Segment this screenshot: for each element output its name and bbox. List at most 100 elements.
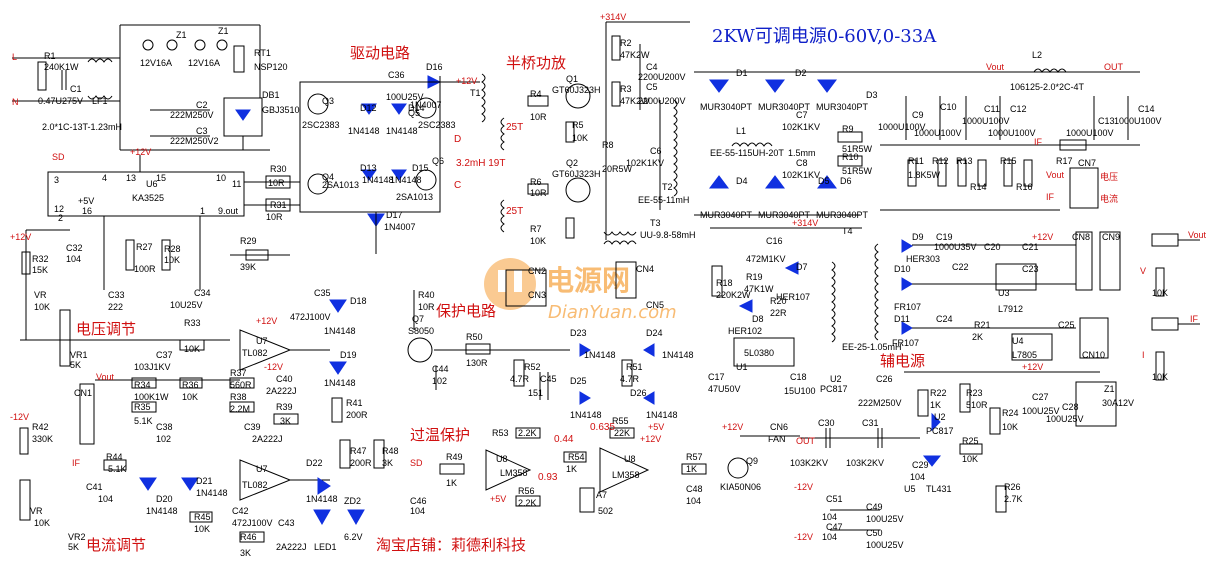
fb-12v: +12V (1022, 362, 1043, 372)
r20-label: R20 (770, 296, 787, 306)
d17-value: 1N4007 (384, 222, 416, 232)
d21-label: D21 (196, 476, 213, 486)
c40-value: 2A222J (266, 386, 297, 396)
c29-label: C29 (912, 460, 929, 470)
r12-label: R12 (932, 156, 949, 166)
vr-label: VR (34, 290, 47, 300)
cn7-voltage: 电压 (1100, 171, 1118, 182)
u7a-value: TL082 (242, 348, 268, 358)
d19-label: D19 (340, 350, 357, 360)
r51-value: 4.7R (620, 374, 640, 384)
r51-label: R51 (626, 362, 643, 372)
u6-pin-4: 4 (102, 173, 107, 183)
u8a-value: LM358 (500, 468, 528, 478)
c41-value: 104 (98, 494, 113, 504)
z1-value-b: 12V16A (188, 58, 220, 68)
cn3-label: CN3 (528, 290, 546, 300)
q9-value: KIA50N06 (720, 482, 761, 492)
c5-label: C5 (646, 82, 658, 92)
d12-label: D12 (360, 103, 377, 113)
c12-label: C12 (1010, 104, 1027, 114)
protect-circuit (435, 261, 655, 405)
fb-u2-value: PC817 (926, 426, 954, 436)
cn5-label: CN5 (646, 300, 664, 310)
r3-label: R3 (620, 84, 632, 94)
c49-label: C49 (866, 502, 883, 512)
rt1-label: RT1 (254, 48, 271, 58)
r36-value: 10K (182, 392, 198, 402)
c26-value: 222M250V (858, 398, 902, 408)
temp-v0635: 0.635 (590, 422, 615, 433)
r14-label: R14 (970, 182, 987, 192)
r55-label: R55 (612, 416, 629, 426)
r22-value: 1K (930, 400, 941, 410)
c35-label: C35 (314, 288, 331, 298)
zd2-value: 6.2V (344, 532, 363, 542)
cn1-label: CN1 (74, 388, 92, 398)
r50-value: 130R (466, 358, 488, 368)
c42-label: C42 (232, 506, 249, 516)
d1-label: D1 (736, 68, 748, 78)
r49-label: R49 (446, 452, 463, 462)
c36-label: C36 (388, 70, 405, 80)
watermark-logo (484, 258, 536, 310)
r53-value: 2.2K (518, 428, 537, 438)
r24-value: 10K (1002, 422, 1018, 432)
r29-label: R29 (240, 236, 257, 246)
c39-label: C39 (244, 422, 261, 432)
vr1-value: 5K (70, 360, 81, 370)
r7-label: R7 (530, 224, 542, 234)
cn6-value: FAN (768, 434, 786, 444)
section-half-bridge: 半桥功放 (506, 54, 566, 72)
z1-value-a: 12V16A (140, 58, 172, 68)
fb-out: OUT (796, 436, 816, 446)
vr2-top-value: 10K (34, 518, 50, 528)
c12-value: 1000U100V (988, 128, 1036, 138)
c14-label: C14 (1138, 104, 1155, 114)
r57-label: R57 (686, 452, 703, 462)
d15-value: 1N4148 (390, 175, 422, 185)
r25-label: R25 (962, 436, 979, 446)
c17-value: 47U50V (708, 384, 741, 394)
u1-value: 5L0380 (744, 348, 774, 358)
c49-value: 100U25V (866, 514, 904, 524)
d4-value: MUR3040PT (700, 210, 753, 220)
right-pot-i: 10K (1152, 372, 1168, 382)
d4-label: D4 (736, 176, 748, 186)
c4-value: 2200U200V (638, 72, 686, 82)
c47-label: C47 (826, 522, 843, 532)
r44-label: R44 (106, 452, 123, 462)
u8b-label: U8 (624, 454, 636, 464)
r20-value: 22R (770, 308, 787, 318)
r10-label: R10 (842, 152, 859, 162)
r54-label: R54 (568, 452, 585, 462)
r49-value: 1K (446, 478, 457, 488)
q6-label: Q6 (432, 156, 444, 166)
r27-label: R27 (136, 242, 153, 252)
d1-value: MUR3040PT (700, 102, 753, 112)
c18-value: 15U100 (784, 386, 816, 396)
u6-pin-10: 10 (216, 173, 226, 183)
u7a-label: U7 (256, 336, 268, 346)
r2-label: R2 (620, 38, 632, 48)
u6-5v: +5V (78, 196, 94, 206)
d26-value: 1N4148 (646, 410, 678, 420)
l1-wire: 1.5mm (788, 148, 816, 158)
right-v: V (1140, 266, 1146, 276)
r24-label: R24 (1002, 408, 1019, 418)
d14-value: 1N4148 (386, 126, 418, 136)
r17-label: R17 (1056, 156, 1073, 166)
c8-value: 102K1KV (782, 170, 820, 180)
r19-value: 47K1W (744, 284, 774, 294)
q7-label: Q7 (412, 314, 424, 324)
r38-value: 2.2M (230, 404, 250, 414)
aux-314v: +314V (792, 218, 818, 228)
r38-label: R38 (230, 392, 247, 402)
r46-value: 3K (240, 548, 251, 558)
r22-label: R22 (930, 388, 947, 398)
temp-v044: 0.44 (554, 434, 574, 445)
q2-label: Q2 (566, 158, 578, 168)
r37-label: R37 (230, 368, 247, 378)
r35-label: R35 (134, 402, 151, 412)
c17-label: C17 (708, 372, 725, 382)
